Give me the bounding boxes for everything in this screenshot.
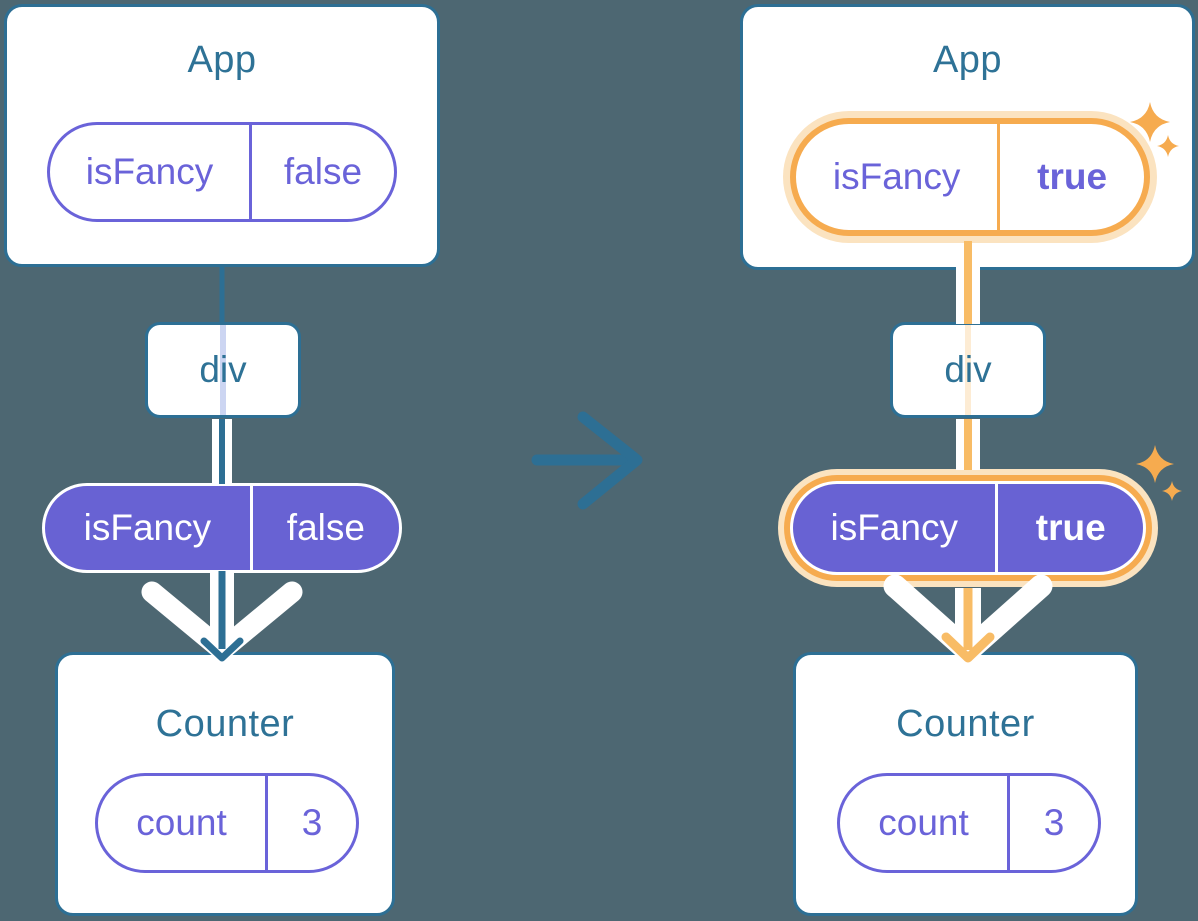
arrow-right-icon (531, 411, 643, 510)
prop-pill: isFancy false (42, 483, 402, 573)
app-card: App isFancy true (740, 4, 1195, 270)
prop-value: false (249, 486, 399, 570)
state-pill-highlighted: isFancy true (790, 118, 1150, 236)
prop-name: isFancy (830, 507, 958, 548)
count-value: 3 (265, 776, 356, 870)
sparkle-icon (1162, 481, 1182, 501)
prop-arrow-to-counter (141, 571, 303, 662)
div-label: div (199, 349, 247, 390)
count-pill: count 3 (95, 773, 359, 873)
prop-pill-highlighted: isFancy true (790, 481, 1146, 575)
component-title: Counter (155, 703, 295, 745)
through-line (965, 325, 971, 415)
prop-arrow-to-counter-highlighted (883, 574, 1053, 663)
sparkle-group-bottom (1136, 445, 1182, 501)
div-label: div (944, 349, 992, 390)
count-name: count (878, 802, 969, 843)
state-name: isFancy (832, 156, 961, 197)
state-name: isFancy (85, 151, 214, 192)
through-line (220, 325, 226, 415)
state-value: false (248, 125, 394, 219)
prop-value: true (995, 484, 1143, 572)
count-value: 3 (1007, 776, 1098, 870)
component-title: Counter (896, 703, 1035, 745)
div-card: div (890, 322, 1046, 418)
div-card: div (145, 322, 301, 418)
counter-card: Counter count 3 (793, 652, 1138, 916)
sparkle-icon (1136, 445, 1174, 483)
state-pill: isFancy false (47, 122, 397, 222)
white-chevron (883, 574, 1053, 663)
count-name: count (136, 802, 227, 843)
prop-name: isFancy (83, 507, 212, 548)
component-title: App (932, 39, 1003, 81)
counter-card: Counter count 3 (55, 652, 395, 916)
component-title: App (187, 39, 257, 81)
app-card: App isFancy false (4, 4, 440, 267)
state-value: true (997, 124, 1144, 230)
count-pill: count 3 (837, 773, 1101, 873)
white-chevron (141, 581, 303, 661)
